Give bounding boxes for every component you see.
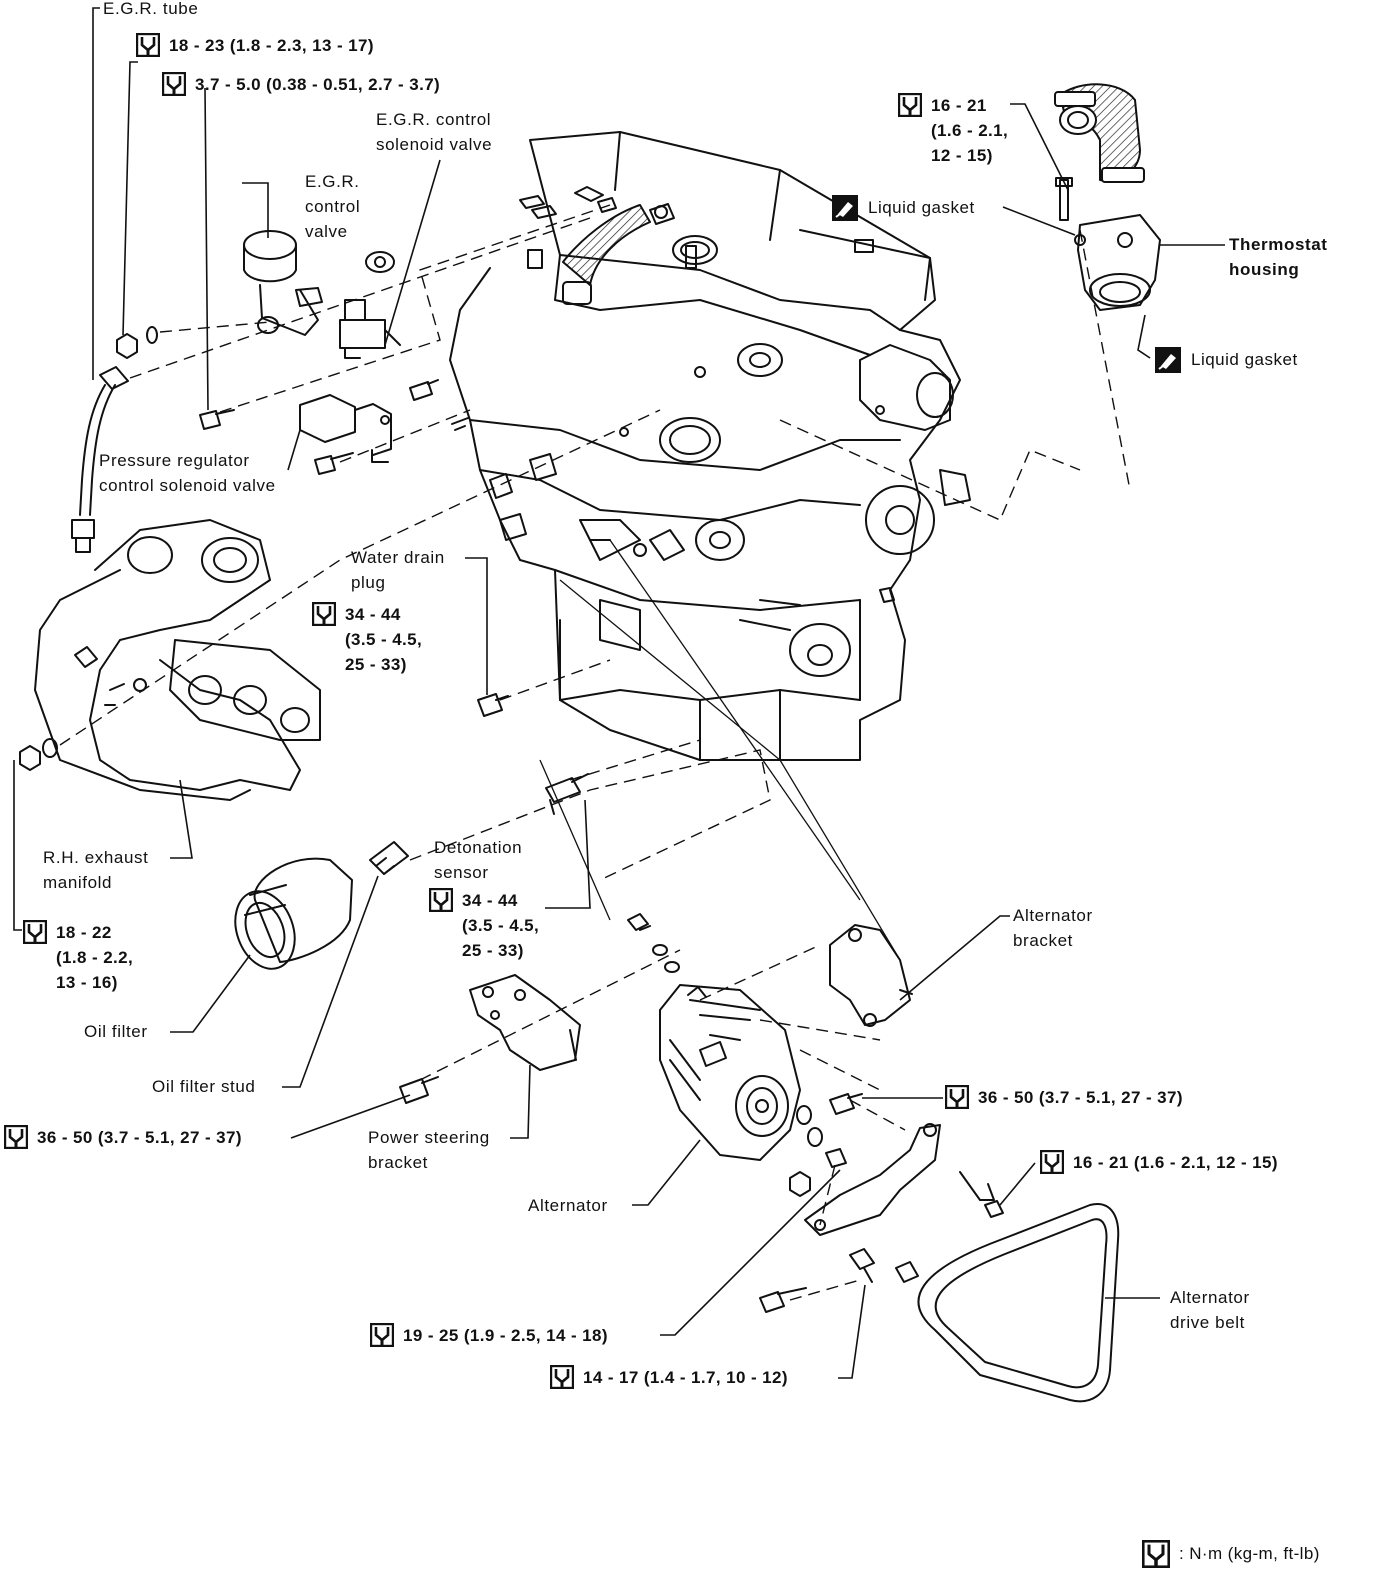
oil-filter-stud-label: Oil filter stud [152, 1077, 256, 1096]
leader-lines [13, 7, 1225, 1379]
torque-exhaust-manifold-nut: 18 - 22 (1.8 - 2.2, 13 - 16) [23, 920, 133, 995]
torque-wrench-icon [429, 888, 453, 912]
torque-egr-valve-bolt: 3.7 - 5.0 (0.38 - 0.51, 2.7 - 3.7) [162, 72, 440, 97]
torque-thermostat-bolt: 16 - 21 (1.6 - 2.1, 12 - 15) [898, 93, 1008, 168]
torque-water-drain-plug: 34 - 44 (3.5 - 4.5, 25 - 33) [312, 602, 422, 677]
torque-unit-legend: : N·m (kg-m, ft-lb) [1142, 1540, 1320, 1568]
torque-wrench-icon [1040, 1150, 1064, 1174]
oil-filter-label: Oil filter [84, 1022, 148, 1041]
torque-alternator-bracket-bolt: 36 - 50 (3.7 - 5.1, 27 - 37) [945, 1085, 1183, 1110]
egr-tube-label: E.G.R. tube [103, 0, 199, 18]
power-steering-bracket-label: Power steering bracket [368, 1128, 490, 1172]
torque-wrench-icon [370, 1323, 394, 1347]
egr-control-valve-label: E.G.R. control valve [305, 172, 361, 241]
torque-wrench-icon [550, 1365, 574, 1389]
alternator-drawing [627, 913, 863, 1197]
alignment-dashes [59, 204, 1131, 1301]
torque-power-steering-bracket-bolt: 36 - 50 (3.7 - 5.1, 27 - 37) [4, 1125, 242, 1150]
detonation-sensor-label: Detonation sensor [434, 838, 523, 882]
liquid-gasket-top-label: Liquid gasket [832, 195, 975, 221]
thermostat-housing-drawing [1054, 83, 1161, 311]
liquid-gasket-icon [832, 195, 858, 221]
torque-wrench-icon [1142, 1540, 1170, 1568]
exhaust-manifold-drawing [19, 519, 321, 801]
torque-alternator-pivot-bolt: 19 - 25 (1.9 - 2.5, 14 - 18) [370, 1323, 608, 1348]
torque-wrench-icon [312, 602, 336, 626]
thermostat-housing-label: Thermostat housing [1229, 235, 1328, 279]
liquid-gasket-icon [1155, 347, 1181, 373]
pressure-regulator-solenoid-label: Pressure regulator control solenoid valv… [99, 451, 276, 495]
alternator-bracket-drawing [829, 924, 913, 1027]
egr-control-solenoid-valve-label: E.G.R. control solenoid valve [376, 110, 493, 154]
alternator-drive-belt-label: Alternator drive belt [1170, 1288, 1250, 1332]
alternator-bracket-label: Alternator bracket [1013, 906, 1093, 950]
torque-wrench-icon [4, 1125, 28, 1149]
torque-wrench-icon [898, 93, 922, 117]
torque-egr-tube-nut: 18 - 23 (1.8 - 2.3, 13 - 17) [136, 33, 374, 58]
torque-adjusting-bar-bolt: 16 - 21 (1.6 - 2.1, 12 - 15) [1040, 1150, 1278, 1175]
torque-wrench-icon [23, 920, 47, 944]
torque-wrench-icon [162, 72, 186, 96]
lower-parts-drawing [234, 693, 589, 1104]
rh-exhaust-manifold-label: R.H. exhaust manifold [43, 848, 149, 892]
adjusting-bar-and-belt-drawing [759, 1123, 1120, 1403]
liquid-gasket-lower-label: Liquid gasket [1155, 347, 1298, 373]
egr-parts-drawing [71, 230, 469, 553]
engine-block-drawing [449, 131, 971, 761]
torque-wrench-icon [136, 33, 160, 57]
torque-adjusting-bolt: 14 - 17 (1.4 - 1.7, 10 - 12) [550, 1365, 788, 1390]
water-drain-plug-label: Water drain plug [351, 548, 445, 592]
legend-text: : N·m (kg-m, ft-lb) [1179, 1544, 1320, 1563]
torque-detonation-sensor: 34 - 44 (3.5 - 4.5, 25 - 33) [429, 888, 539, 963]
torque-wrench-icon [945, 1085, 969, 1109]
alternator-label: Alternator [528, 1196, 608, 1215]
